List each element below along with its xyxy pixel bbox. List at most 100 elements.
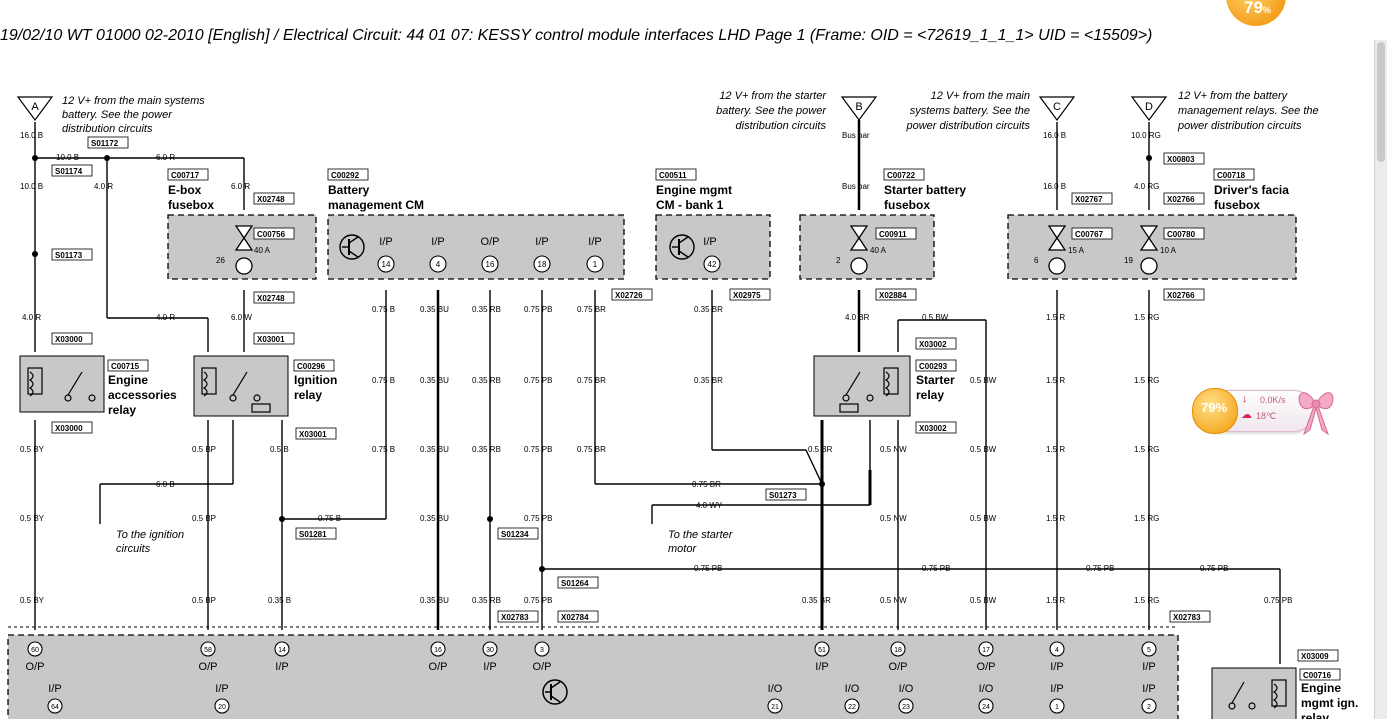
svg-text:4.0 WY: 4.0 WY [696,501,723,510]
download-badge-text: 79% [1244,0,1271,17]
svg-text:0.5 NW: 0.5 NW [880,445,907,454]
svg-text:0.75 PB: 0.75 PB [524,376,552,385]
svg-text:4.0 RG: 4.0 RG [1134,182,1159,191]
svg-text:64: 64 [51,704,59,711]
svg-text:X03002: X03002 [919,424,947,433]
svg-text:C00715: C00715 [111,362,140,371]
svg-text:10.0 RG: 10.0 RG [1131,131,1161,140]
svg-text:16: 16 [434,647,442,654]
svg-text:I/P: I/P [48,683,61,695]
speed-widget[interactable]: 79% ↓ ☁ 0.0K/s 18℃ [1190,382,1336,440]
svg-text:mgmt ign.: mgmt ign. [1301,696,1358,710]
svg-text:0.35 RB: 0.35 RB [472,445,501,454]
svg-text:2: 2 [1147,704,1151,711]
svg-text:C: C [1053,101,1061,113]
svg-text:60: 60 [31,647,39,654]
svg-text:X02884: X02884 [879,291,907,300]
vertical-scrollbar[interactable] [1374,40,1387,719]
svg-text:6.0 R: 6.0 R [231,182,250,191]
kessy-transistor-icon [542,679,568,705]
svg-text:C00780: C00780 [1167,230,1196,239]
svg-text:C00718: C00718 [1217,171,1246,180]
svg-text:relay: relay [1301,711,1329,719]
ribbon-bow-icon [1298,392,1334,436]
kessy-module-box [7,634,1179,719]
svg-text:30: 30 [486,647,494,654]
ign-relay-box [193,355,289,417]
svg-text:Engine mgmt: Engine mgmt [656,183,732,197]
svg-text:1.5 RG: 1.5 RG [1134,514,1159,523]
svg-text:0.75 BR: 0.75 BR [577,305,606,314]
svg-text:O/P: O/P [889,661,908,673]
svg-text:0.75 BR: 0.75 BR [577,376,606,385]
svg-text:1.5 RG: 1.5 RG [1134,596,1159,605]
svg-text:X03009: X03009 [1301,652,1329,661]
svg-text:0.5 BP: 0.5 BP [192,596,216,605]
scrollbar-thumb[interactable] [1377,42,1385,162]
svg-text:24: 24 [982,704,990,711]
svg-text:17: 17 [982,647,990,654]
svg-text:0.5 BW: 0.5 BW [970,596,997,605]
svg-text:0.75 PB: 0.75 PB [922,564,950,573]
svg-text:0.5 BP: 0.5 BP [192,514,216,523]
svg-text:X02766: X02766 [1167,291,1195,300]
svg-text:X03002: X03002 [919,340,947,349]
svg-text:management CM: management CM [328,198,424,212]
speed-widget-ball [1192,388,1238,434]
svg-text:4.0 R: 4.0 R [94,182,113,191]
svg-text:S01234: S01234 [501,530,529,539]
svg-text:S01173: S01173 [55,251,83,260]
svg-text:I/P: I/P [703,236,716,248]
svg-text:26: 26 [216,256,225,265]
speed-widget-speed: 0.0K/s [1260,395,1286,405]
svg-text:O/P: O/P [429,661,448,673]
svg-text:I/O: I/O [899,683,914,695]
svg-text:C00717: C00717 [171,171,200,180]
svg-text:18: 18 [538,260,547,269]
svg-text:I/P: I/P [1142,661,1155,673]
svg-text:4.0 R: 4.0 R [22,313,41,322]
svg-text:10.0 B: 10.0 B [20,182,43,191]
svg-text:0.5 BW: 0.5 BW [922,313,949,322]
svg-text:S01273: S01273 [769,491,797,500]
svg-text:0.75 PB: 0.75 PB [1200,564,1228,573]
svg-text:I/O: I/O [768,683,783,695]
svg-text:Engine: Engine [108,373,148,387]
svg-text:B: B [855,101,862,113]
svg-text:4.0 BR: 4.0 BR [845,313,870,322]
svg-text:0.35 BU: 0.35 BU [420,596,449,605]
svg-text:Bus bar: Bus bar [842,131,870,140]
svg-text:S01281: S01281 [299,530,327,539]
svg-text:I/O: I/O [979,683,994,695]
svg-text:C00296: C00296 [297,362,326,371]
svg-text:4: 4 [436,260,441,269]
svg-text:0.5 BR: 0.5 BR [808,445,833,454]
cloud-icon: ☁ [1241,409,1252,421]
svg-text:6.0 W: 6.0 W [231,313,252,322]
svg-text:0.75 PB: 0.75 PB [524,305,552,314]
svg-text:18: 18 [894,647,902,654]
svg-text:O/P: O/P [199,661,218,673]
svg-text:C00511: C00511 [659,171,687,180]
svg-text:X02783: X02783 [501,613,529,622]
svg-text:0.35 B: 0.35 B [268,596,291,605]
bms-module-box [327,214,625,280]
svg-text:10.0 B: 10.0 B [56,153,79,162]
svg-text:I/P: I/P [1142,683,1155,695]
svg-text:14: 14 [278,647,286,654]
svg-text:0.75 PB: 0.75 PB [524,514,552,523]
svg-text:Starter battery: Starter battery [884,183,966,197]
svg-text:22: 22 [848,704,856,711]
download-badge[interactable]: 79% [1226,0,1286,26]
svg-text:I/P: I/P [588,236,601,248]
svg-text:Engine: Engine [1301,681,1341,695]
svg-text:X02783: X02783 [1173,613,1201,622]
svg-text:relay: relay [294,388,322,402]
svg-text:40 A: 40 A [870,246,887,255]
power-source-c: C [1038,96,1076,122]
svg-text:0.75 PB: 0.75 PB [524,445,552,454]
svg-text:40 A: 40 A [254,246,271,255]
svg-text:21: 21 [771,704,779,711]
